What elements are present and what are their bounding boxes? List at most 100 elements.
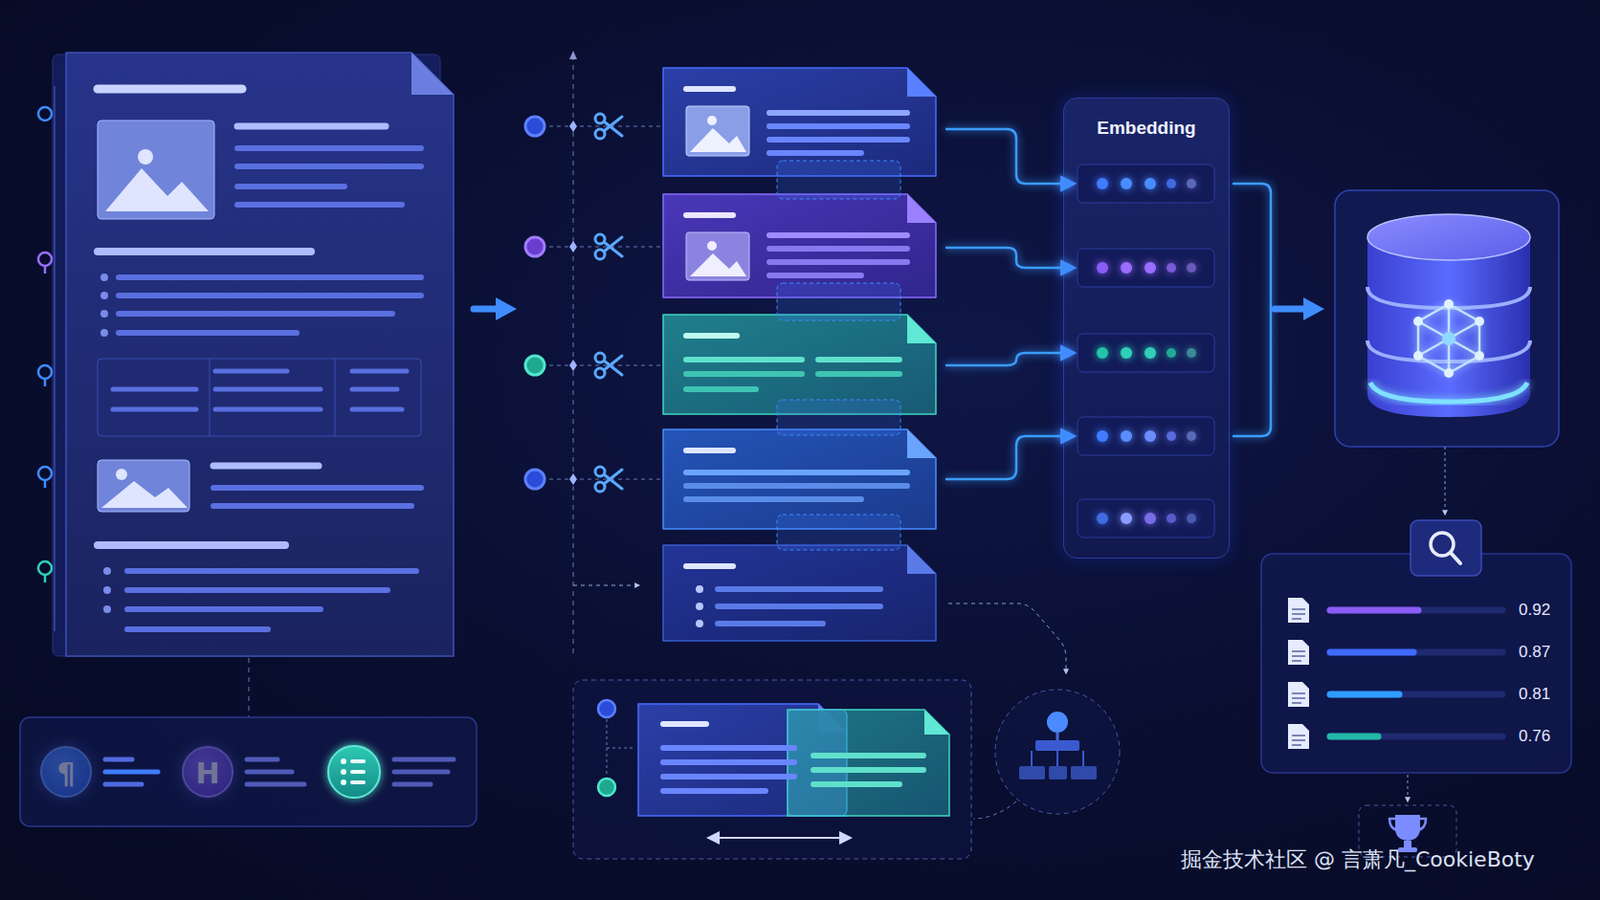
overlap-panel bbox=[924, 710, 950, 735]
split-markers bbox=[603, 355, 623, 371]
chunk-cards bbox=[717, 586, 881, 593]
structure-timeline bbox=[44, 266, 47, 274]
retrieval-results bbox=[1330, 607, 1503, 615]
source-document bbox=[100, 291, 109, 300]
split-markers bbox=[595, 482, 605, 492]
split-markers bbox=[595, 353, 623, 378]
source-document bbox=[112, 387, 197, 393]
structure-timeline bbox=[38, 107, 52, 121]
structure-panel bbox=[350, 759, 366, 764]
split-markers bbox=[573, 585, 640, 587]
structure-timeline bbox=[38, 365, 52, 379]
retrieval-results bbox=[1330, 610, 1503, 737]
vector-database bbox=[1367, 340, 1531, 362]
chunk-cards bbox=[686, 447, 734, 454]
retrieval-results bbox=[1291, 734, 1306, 737]
hierarchy-icon bbox=[948, 603, 1067, 674]
similarity-score: 0.76 bbox=[1518, 727, 1551, 747]
split-markers bbox=[603, 237, 623, 252]
vector-rows bbox=[1077, 248, 1215, 288]
retrieval-results bbox=[1450, 553, 1461, 564]
retrieval-results bbox=[1389, 819, 1426, 831]
retrieval-results bbox=[1395, 815, 1421, 842]
overlap-panel bbox=[712, 837, 846, 840]
chunk-cards bbox=[686, 483, 908, 489]
retrieval-results bbox=[1291, 609, 1306, 746]
chunk-cards bbox=[695, 585, 704, 628]
source-document bbox=[215, 407, 321, 413]
chunk-cards bbox=[907, 314, 936, 344]
split-markers bbox=[595, 249, 605, 260]
vector-rows bbox=[1166, 178, 1177, 189]
split-markers bbox=[595, 113, 623, 139]
structure-panel bbox=[105, 770, 158, 776]
chunk-cards bbox=[695, 620, 704, 628]
hierarchy-icon bbox=[1082, 751, 1085, 767]
split-markers bbox=[525, 237, 545, 257]
chunk-cards bbox=[689, 253, 747, 277]
chunk-cards bbox=[686, 88, 908, 624]
split-markers bbox=[525, 116, 545, 136]
chunk-cards bbox=[686, 386, 756, 393]
split-markers bbox=[603, 121, 623, 136]
structure-timeline bbox=[38, 252, 52, 267]
structure-timeline bbox=[53, 86, 56, 632]
structure-panel bbox=[105, 782, 142, 788]
retrieval-results bbox=[1288, 682, 1310, 708]
split-markers bbox=[603, 116, 623, 132]
vector-rows bbox=[1077, 333, 1215, 373]
hierarchy-icon bbox=[995, 689, 1120, 815]
store-arrow bbox=[1274, 306, 1308, 313]
chunk-cards bbox=[686, 232, 750, 281]
overlap-panel bbox=[663, 759, 795, 766]
vector-database bbox=[1474, 316, 1485, 327]
vector-rows bbox=[1144, 430, 1156, 443]
split-markers bbox=[569, 120, 578, 486]
vector-database bbox=[1418, 304, 1480, 374]
chunk-cards bbox=[686, 212, 734, 219]
chunk-cards bbox=[686, 106, 750, 156]
retrieval-results bbox=[1288, 598, 1310, 623]
store-arrow bbox=[1303, 297, 1325, 321]
retrieval-results bbox=[1291, 692, 1306, 695]
source-document bbox=[137, 149, 154, 165]
split-markers bbox=[603, 474, 623, 489]
split-markers bbox=[595, 129, 605, 139]
source-document bbox=[118, 292, 422, 299]
source-document bbox=[334, 358, 336, 437]
source-document bbox=[115, 468, 128, 481]
structure-timeline bbox=[44, 378, 47, 387]
structure-panel bbox=[394, 757, 454, 763]
source-document bbox=[411, 52, 454, 95]
source-document bbox=[237, 123, 386, 131]
structure-panel bbox=[105, 757, 133, 763]
embedding-arrows bbox=[945, 129, 1074, 480]
vector-database bbox=[1334, 190, 1559, 447]
vector-database bbox=[1367, 237, 1531, 418]
overlap-panel bbox=[706, 831, 720, 845]
retrieval-results bbox=[1291, 608, 1306, 611]
chunk-cards bbox=[769, 245, 908, 252]
vector-database bbox=[1447, 304, 1451, 339]
source-document bbox=[213, 503, 412, 510]
retrieval-results bbox=[1291, 655, 1306, 658]
chunk-cards bbox=[663, 194, 936, 298]
vector-rows bbox=[1186, 513, 1197, 524]
store-arrow bbox=[1232, 183, 1325, 437]
split-markers bbox=[549, 365, 661, 367]
source-document bbox=[248, 658, 250, 718]
split-markers bbox=[573, 55, 575, 659]
overlap-panel bbox=[813, 781, 900, 788]
hierarchy-icon bbox=[1056, 733, 1060, 741]
split-markers bbox=[595, 466, 623, 492]
vector-database bbox=[1334, 190, 1559, 447]
structure-panel bbox=[105, 759, 454, 785]
hierarchy-icon bbox=[1030, 751, 1033, 767]
retrieval-results bbox=[1403, 841, 1412, 848]
store-arrow bbox=[1232, 183, 1271, 437]
similarity-score: 0.92 bbox=[1518, 600, 1551, 621]
chunk-cards bbox=[686, 563, 734, 570]
